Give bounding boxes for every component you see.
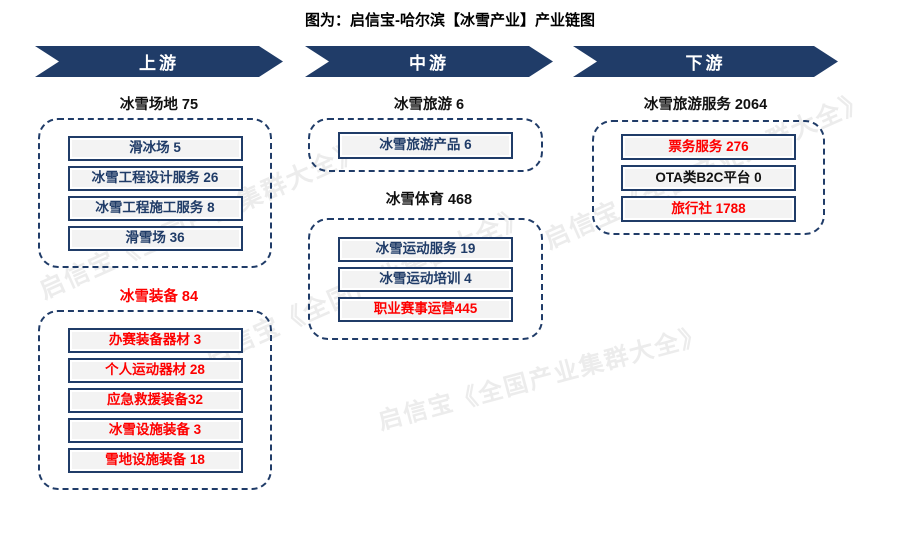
chain-node-label: 冰雪运动服务 19 [375, 241, 476, 257]
chain-node-label: 滑雪场 36 [125, 230, 185, 246]
chain-node-label: 冰雪旅游产品 6 [379, 137, 472, 153]
chain-node: 旅行社 1788 [621, 195, 796, 222]
column-upstream: 上游 冰雪场地 75 滑冰场 5 冰雪工程设计服务 26 冰雪工程施工服务 8 … [35, 46, 283, 506]
group-label-ice-venues: 冰雪场地 75 [119, 97, 199, 113]
chain-node-label: 冰雪工程施工服务 8 [95, 200, 215, 216]
group-label-ice-sports: 冰雪体育 468 [385, 192, 473, 208]
midstream-arrow-label: 中游 [409, 54, 449, 73]
chain-node: 职业赛事运营445 [338, 296, 513, 322]
page-title: 图为：启信宝-哈尔滨【冰雪产业】产业链图 [305, 12, 595, 29]
group-label-ice-equipment: 冰雪装备 84 [119, 289, 199, 305]
chain-node-label: 雪地设施装备 18 [105, 452, 205, 468]
chain-node-label: 职业赛事运营445 [373, 301, 478, 317]
upstream-arrow-label: 上游 [139, 54, 179, 73]
chain-node-label: 冰雪运动培训 4 [379, 271, 472, 287]
chain-node-label: 办赛装备器材 3 [108, 332, 202, 348]
group-box-ice-equipment: 办赛装备器材 3 个人运动器材 28 应急救援装备32 冰雪设施装备 3 雪地设… [38, 310, 272, 490]
column-downstream: 下游 冰雪旅游服务 2064 票务服务 276 OTA类B2C平台 0 旅行社 … [573, 46, 838, 256]
chain-node: 滑冰场 5 [67, 135, 243, 161]
downstream-arrow-label: 下游 [685, 54, 726, 73]
upstream-arrow-banner: 上游 [35, 46, 283, 77]
chain-node: 冰雪工程设计服务 26 [67, 165, 243, 191]
chain-node-label: OTA类B2C平台 0 [655, 169, 762, 185]
chain-node: 冰雪运动服务 19 [338, 236, 513, 262]
chain-node-label: 滑冰场 5 [129, 140, 181, 156]
midstream-arrow-banner: 中游 [305, 46, 553, 77]
chain-node: 票务服务 276 [621, 133, 796, 160]
chain-node: 冰雪运动培训 4 [338, 266, 513, 292]
chain-node: 雪地设施装备 18 [67, 447, 243, 473]
chain-node-label: 票务服务 276 [668, 138, 749, 154]
chain-node: 个人运动器材 28 [67, 357, 243, 383]
chain-node: 应急救援装备32 [67, 387, 243, 413]
group-box-ice-venues: 滑冰场 5 冰雪工程设计服务 26 冰雪工程施工服务 8 滑雪场 36 [38, 118, 272, 268]
group-label-ice-travel-services: 冰雪旅游服务 2064 [643, 97, 768, 113]
chain-node-label: 应急救援装备32 [106, 392, 204, 408]
chain-node: 办赛装备器材 3 [67, 327, 243, 353]
chain-node: 滑雪场 36 [67, 225, 243, 251]
chain-node: 冰雪设施装备 3 [67, 417, 243, 443]
group-label-ice-tourism: 冰雪旅游 6 [393, 97, 465, 113]
group-box-ice-sports: 冰雪运动服务 19 冰雪运动培训 4 职业赛事运营445 [308, 218, 543, 340]
chain-node-label: 冰雪设施装备 3 [108, 422, 202, 438]
group-box-ice-tourism: 冰雪旅游产品 6 [308, 118, 543, 172]
group-box-ice-travel-services: 票务服务 276 OTA类B2C平台 0 旅行社 1788 [592, 120, 825, 235]
downstream-arrow-banner: 下游 [573, 46, 838, 77]
chain-node: 冰雪旅游产品 6 [338, 131, 513, 159]
column-midstream: 中游 冰雪旅游 6 冰雪旅游产品 6 冰雪体育 468 冰雪运动服务 19 冰雪… [305, 46, 553, 356]
chain-node: OTA类B2C平台 0 [621, 164, 796, 191]
chain-node-label: 冰雪工程设计服务 26 [91, 170, 219, 186]
chain-node-label: 个人运动器材 28 [105, 362, 205, 378]
chain-node: 冰雪工程施工服务 8 [67, 195, 243, 221]
chain-node-label: 旅行社 1788 [671, 200, 746, 216]
